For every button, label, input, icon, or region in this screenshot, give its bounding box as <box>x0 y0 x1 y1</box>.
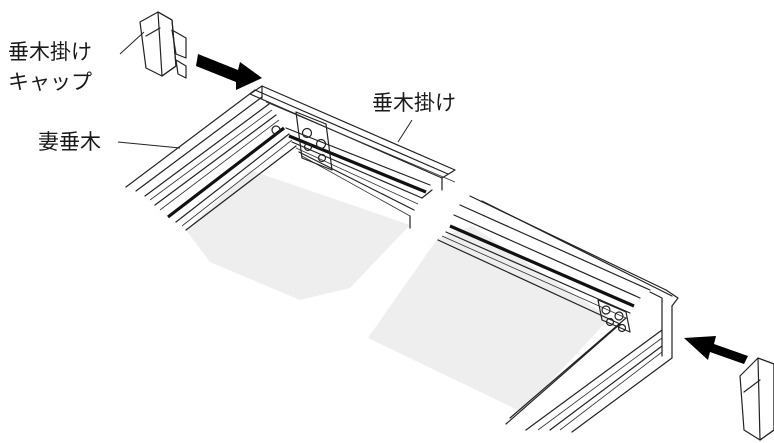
left-panel <box>186 170 410 288</box>
end-rafter-profile-right <box>505 291 673 433</box>
label-cap-line2: キャップ <box>8 70 92 94</box>
arrow-right-icon <box>196 54 262 90</box>
label-end-rafter: 妻垂木 <box>38 130 101 154</box>
left-frame-section <box>125 85 456 300</box>
arrow-left-icon <box>684 336 748 364</box>
rafter-hanger-rail-left <box>249 85 456 191</box>
right-frame-section <box>368 195 679 433</box>
bracket-plate-left <box>271 111 333 171</box>
left-panel-lower <box>186 230 350 300</box>
right-panel <box>368 226 610 412</box>
label-cap-line1: 垂木掛け <box>8 40 92 64</box>
leader-rafter-hanger <box>397 119 413 143</box>
rafter-hanger-rail-right <box>469 195 679 307</box>
leader-end-rafter <box>117 141 181 149</box>
bracket-plate-right <box>597 299 631 333</box>
cap-part-top <box>139 11 187 79</box>
cap-part-bottom <box>739 357 774 441</box>
label-rafter-hanger: 垂木掛け <box>372 91 456 115</box>
leader-cap <box>119 31 145 55</box>
